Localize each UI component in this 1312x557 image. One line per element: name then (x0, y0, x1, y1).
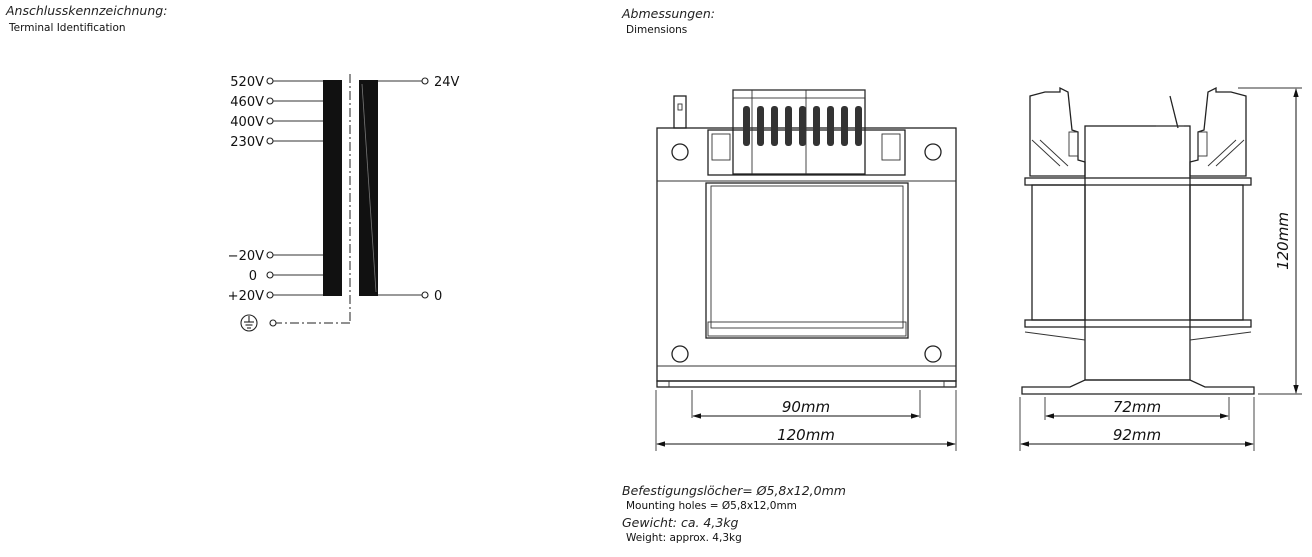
tap-label: 0 (249, 269, 257, 284)
secondary-0-terminal (421, 291, 429, 299)
terminal-title-en: Terminal Identification (8, 22, 126, 34)
mounting-holes-note-de: Befestigungslöcher= Ø5,8x12,0mm (622, 483, 846, 498)
earth-terminal (269, 319, 277, 327)
dimensions-title-de: Abmessungen: (621, 6, 715, 21)
weight-note-de: Gewicht: ca. 4,3kg (622, 515, 739, 530)
tap-label: 230V (230, 135, 264, 150)
side-view-dimensions: 72mm 92mm 120mm (1019, 87, 1302, 451)
side-bobbin-flange (1024, 319, 1252, 328)
dimensions-section: Abmessungen: Dimensions (621, 6, 1302, 544)
tap-0-terminal (266, 271, 274, 279)
tap-520v-terminal (266, 77, 274, 85)
front-view-drawing (656, 89, 957, 388)
notes: Befestigungslöcher= Ø5,8x12,0mm Mounting… (622, 483, 846, 544)
primary-tap-labels: 520V 460V 400V 230V −20V 0 +20V (228, 75, 264, 304)
primary-winding (323, 80, 342, 296)
side-coil (1031, 184, 1086, 321)
tap-460v-terminal (266, 97, 274, 105)
primary-leads (266, 77, 323, 299)
tap-label: 520V (230, 75, 264, 90)
secondary-winding (359, 80, 378, 296)
tap-minus20v-terminal (266, 251, 274, 259)
protective-earth-icon (240, 314, 258, 332)
side-mounting-bracket (1021, 379, 1255, 395)
mounting-hole (671, 143, 689, 161)
tap-label: +20V (228, 289, 264, 304)
tap-label: 400V (230, 115, 264, 130)
side-hole-spacing-dimension: 72mm (1113, 398, 1161, 416)
dimensions-title-en: Dimensions (626, 24, 687, 36)
front-lamination (656, 127, 957, 382)
terminal-identification-section: Anschlusskennzeichnung: Terminal Identif… (5, 3, 460, 332)
side-bobbin-flange (1024, 177, 1252, 186)
secondary-label: 24V (434, 75, 460, 90)
tap-plus20v-terminal (266, 291, 274, 299)
mounting-hole (671, 345, 689, 363)
side-view-drawing (1021, 86, 1255, 395)
transformer-schematic: 520V 460V 400V 230V −20V 0 +20V 24V 0 (228, 74, 460, 332)
tap-400v-terminal (266, 117, 274, 125)
tap-label: −20V (228, 249, 264, 264)
earth-tab (673, 95, 687, 129)
height-dimension: 120mm (1274, 212, 1292, 270)
secondary-leads: 24V 0 (378, 75, 460, 304)
side-coil (1189, 184, 1244, 321)
overall-width-dimension: 120mm (777, 426, 835, 444)
mounting-hole (924, 345, 942, 363)
terminal-title-de: Anschlusskennzeichnung: (5, 3, 167, 18)
terminal-block (707, 89, 906, 176)
tap-label: 460V (230, 95, 264, 110)
side-core (1084, 125, 1191, 381)
secondary-label: 0 (434, 289, 442, 304)
front-coil-window (705, 182, 909, 339)
hole-spacing-dimension: 90mm (782, 398, 830, 416)
front-view-dimensions: 90mm 120mm (655, 390, 957, 451)
overall-depth-dimension: 92mm (1113, 426, 1161, 444)
mounting-hole (924, 143, 942, 161)
front-mounting-foot (656, 380, 957, 388)
mounting-holes-note-en: Mounting holes = Ø5,8x12,0mm (626, 500, 797, 512)
tap-230v-terminal (266, 137, 274, 145)
weight-note-en: Weight: approx. 4,3kg (626, 532, 742, 544)
secondary-24v-terminal (421, 77, 429, 85)
